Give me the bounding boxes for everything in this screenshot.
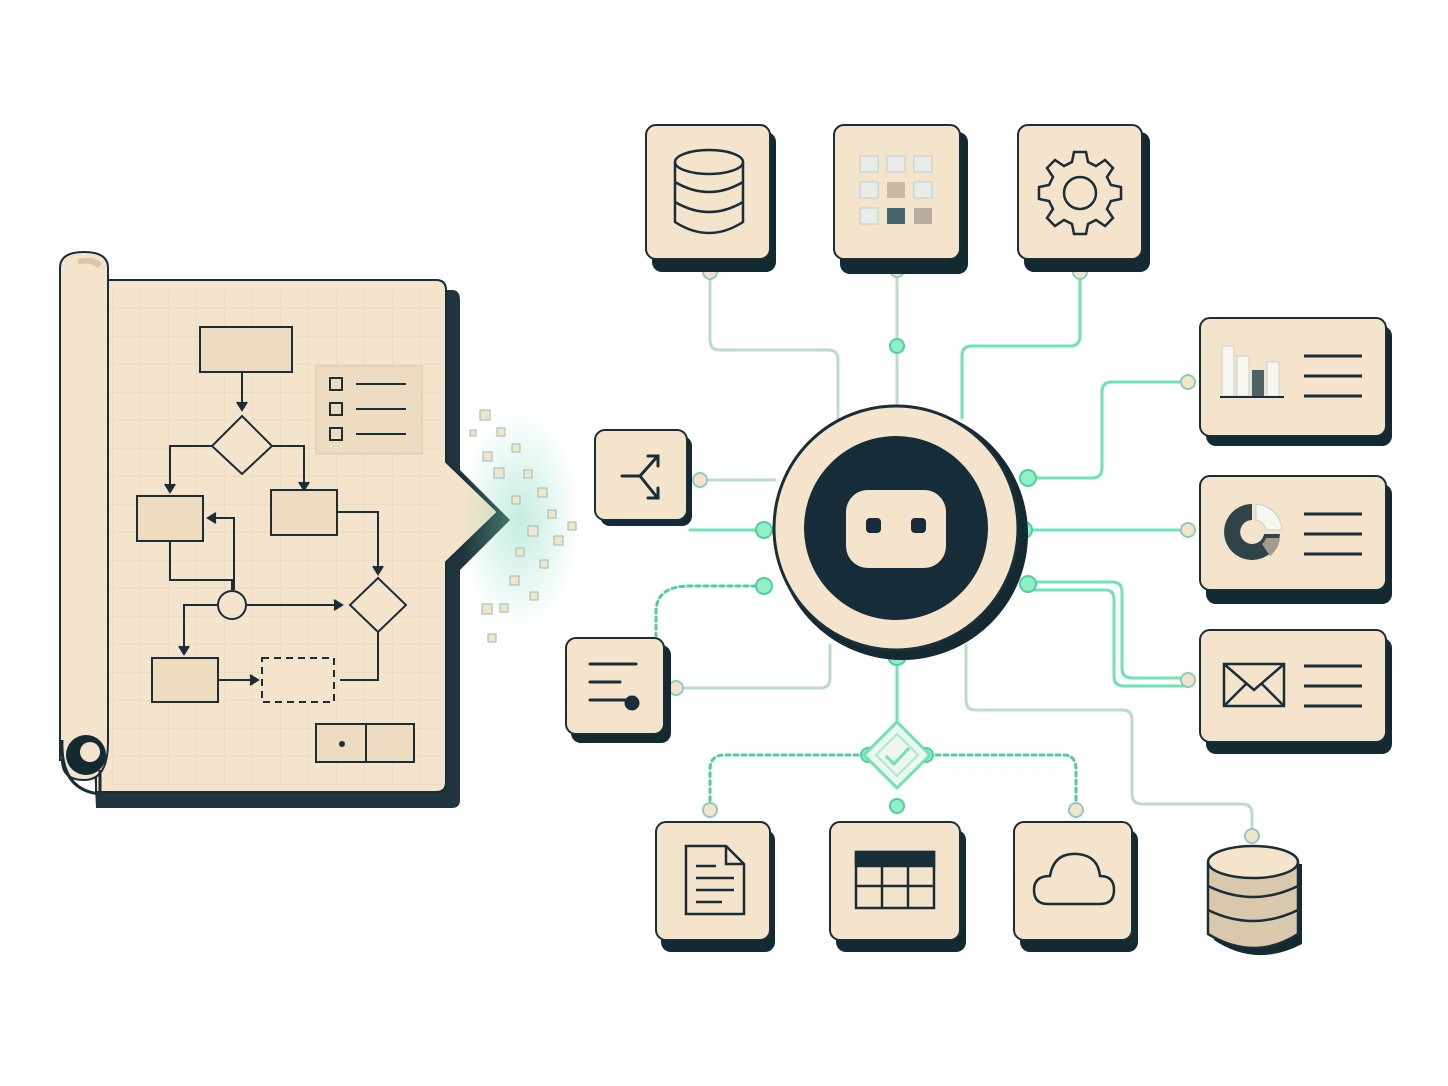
- gear-icon: [1037, 150, 1123, 236]
- text-lines-icon: [1304, 512, 1362, 556]
- text-lines-icon: [1304, 354, 1362, 398]
- node-donut-right[interactable]: [1199, 475, 1392, 604]
- node-envelope-right[interactable]: [1199, 629, 1392, 754]
- table-icon: [854, 850, 936, 910]
- envelope-icon: [1222, 662, 1286, 708]
- bar-chart-icon: [1220, 345, 1284, 398]
- database-icon: [673, 148, 745, 235]
- node-table-bottom[interactable]: [829, 821, 966, 952]
- checklist: [315, 365, 423, 455]
- text-lines-icon: [588, 662, 640, 711]
- document-icon: [684, 844, 746, 916]
- database-icon: [1206, 844, 1302, 956]
- node-branch-left[interactable]: [594, 429, 692, 526]
- ai-hub: [772, 404, 1028, 660]
- donut-chart-icon: [1224, 503, 1283, 560]
- node-document-bottom[interactable]: [655, 821, 775, 952]
- node-bar-chart-right[interactable]: [1199, 317, 1392, 446]
- branch-split-icon: [620, 454, 660, 500]
- node-cloud-bottom[interactable]: [1013, 821, 1138, 952]
- cloud-icon: [1032, 852, 1116, 906]
- text-lines-icon: [1304, 664, 1362, 708]
- flowchart: [136, 326, 408, 703]
- grid-tiles-icon: [859, 155, 933, 225]
- node-database-bottom[interactable]: [1206, 844, 1302, 956]
- node-gear-top[interactable]: [1017, 124, 1150, 272]
- pixel-particles: [460, 409, 580, 643]
- node-database-top[interactable]: [645, 124, 776, 272]
- robot-face-icon: [846, 490, 946, 568]
- node-text-left[interactable]: [565, 637, 671, 743]
- form-field: [315, 723, 415, 763]
- check-diamond-icon: [861, 719, 933, 791]
- node-grid-top[interactable]: [833, 124, 968, 274]
